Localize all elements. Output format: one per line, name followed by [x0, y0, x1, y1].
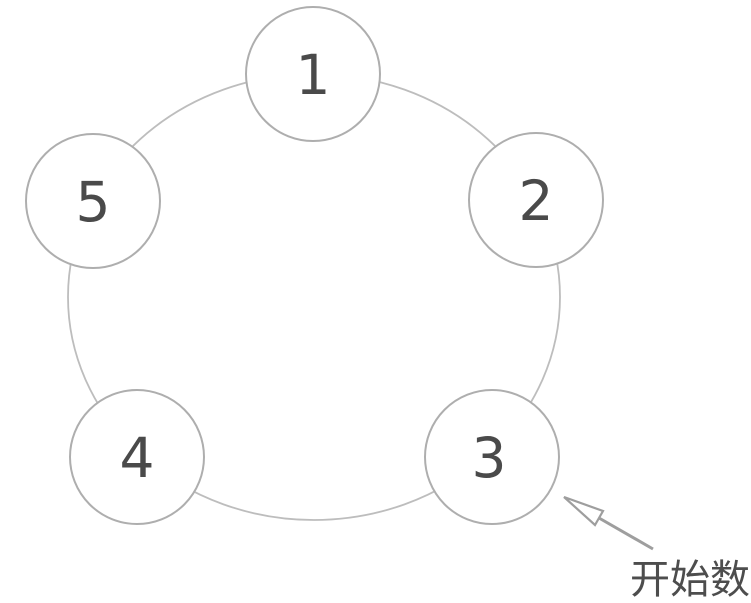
- node-1-circle: [245, 6, 381, 142]
- node-5: 5: [25, 133, 161, 269]
- node-4-circle: [69, 389, 205, 525]
- node-1-label: 1: [296, 43, 331, 107]
- node-3: 3: [424, 389, 560, 525]
- node-3-label: 3: [472, 426, 507, 490]
- start-arrow: [563, 495, 654, 551]
- node-1: 1: [245, 6, 381, 142]
- node-5-circle: [25, 133, 161, 269]
- node-3-circle: [424, 389, 560, 525]
- arrow-shaft: [598, 516, 654, 551]
- node-5-label: 5: [76, 170, 111, 234]
- arrow-head-icon: [563, 495, 605, 527]
- node-4: 4: [69, 389, 205, 525]
- start-annotation-label: 开始数: [630, 557, 750, 603]
- node-2-label: 2: [519, 169, 554, 233]
- node-4-label: 4: [120, 426, 155, 490]
- node-2-circle: [468, 132, 604, 268]
- node-2: 2: [468, 132, 604, 268]
